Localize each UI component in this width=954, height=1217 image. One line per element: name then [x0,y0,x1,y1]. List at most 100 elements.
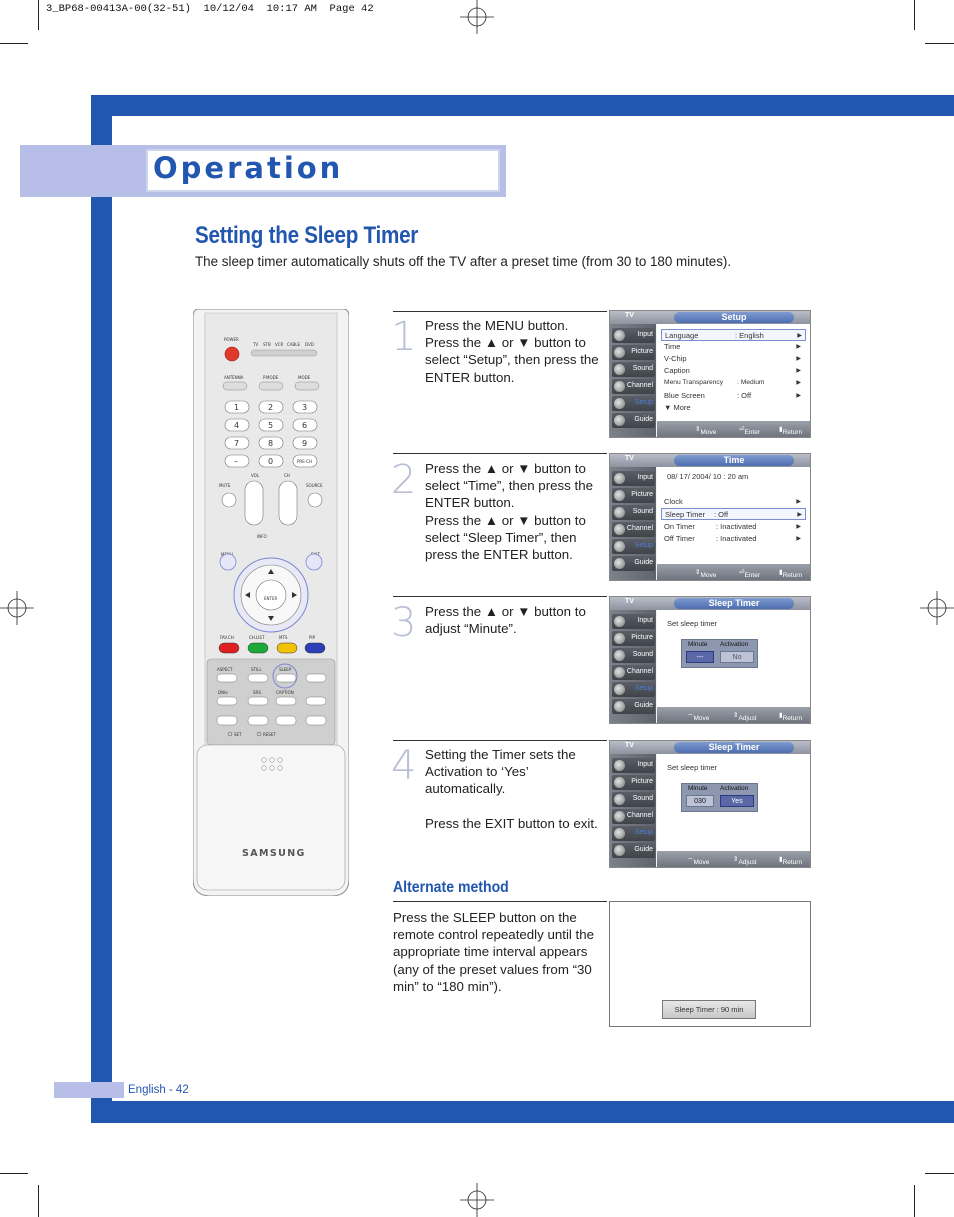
osd-title: Time [674,455,794,466]
channel-icon [614,524,625,535]
step-divider [393,453,607,454]
guide-icon [614,845,625,856]
svg-text:RESET: RESET [263,732,276,737]
step-line: Press the ▲ or ▼ button to select “Setup… [425,335,599,385]
step-number: 3 [391,600,417,646]
step-line: Press the ▲ or ▼ button to select “Sleep… [425,512,586,563]
svg-text:PRE-CH: PRE-CH [297,459,312,464]
step-instructions: Press the ▲ or ▼ button to select “Time”… [425,460,609,563]
section-intro: The sleep timer automatically shuts off … [195,254,732,269]
svg-text:MUTE: MUTE [219,483,231,488]
osd-title: Setup [674,312,794,323]
sleep-timer-banner: Sleep Timer : 90 min [662,1000,756,1019]
svg-text:FAV.CH: FAV.CH [220,635,234,640]
svg-text:STB: STB [263,342,271,347]
minute-field: 030 [686,795,714,807]
setup-icon [614,684,625,695]
crop-mark [0,1173,28,1174]
guide-icon [614,415,625,426]
crop-mark [925,1173,954,1174]
section-title: Setting the Sleep Timer [195,222,419,249]
svg-text:SLEEP: SLEEP [279,667,292,672]
channel-icon [614,381,625,392]
registration-mark-icon [460,0,494,34]
registration-mark-icon [0,591,34,625]
svg-text:–: – [234,457,238,466]
remote-digit-pad: 1 2 3 4 5 6 7 8 9 – 0 PRE-CH [224,400,318,468]
step-number: 1 [391,314,417,360]
svg-text:ENTER: ENTER [264,596,277,601]
input-icon [614,330,625,341]
svg-text:VOL: VOL [251,473,260,478]
crop-mark [925,43,954,44]
svg-text:4: 4 [234,421,239,430]
svg-text:SOURCE: SOURCE [306,483,323,488]
picture-icon [614,347,625,358]
registration-mark-icon [460,1183,494,1217]
step-divider [393,311,607,312]
setup-icon [614,398,625,409]
input-icon [614,760,625,771]
print-slug: 3_BP68-00413A-00(32-51) 10/12/04 10:17 A… [46,3,374,15]
remote-control-illustration: POWER TV STB VCR CABLE DVD ANTENNA P.MOD… [192,308,350,897]
sleep-timer-fields: Minute Activation --- No [681,639,758,668]
footer-tab [54,1082,124,1098]
svg-text:CABLE: CABLE [287,342,301,347]
setup-icon [614,828,625,839]
svg-text:P.MODE: P.MODE [263,375,279,380]
sound-icon [614,364,625,375]
input-icon [614,473,625,484]
step-divider [393,740,607,741]
svg-text:5: 5 [268,421,273,430]
svg-text:8: 8 [268,439,273,448]
step-line: Press the EXIT button to exit. [425,815,598,831]
step-line: Press the ▲ or ▼ button to select “Time”… [425,461,593,511]
svg-text:DVD: DVD [305,342,314,347]
osd-clock: 08/ 17/ 2004/ 10 : 20 am [667,472,749,481]
step-instructions: Press the ▲ or ▼ button to adjust “Minut… [425,603,609,637]
sound-icon [614,794,625,805]
guide-icon [614,701,625,712]
picture-icon [614,777,625,788]
svg-text:MTS: MTS [279,635,288,640]
activation-field: Yes [720,795,754,807]
svg-text:9: 9 [302,439,307,448]
alternate-method-text: Press the SLEEP button on the remote con… [393,910,595,994]
svg-text:MODE: MODE [298,375,311,380]
sound-icon [614,650,625,661]
svg-text:CAPTION: CAPTION [276,690,294,695]
activation-field: No [720,651,754,663]
osd-setup-menu: TV Setup Input Picture Sound Channel Set… [609,310,811,438]
step-divider [393,901,607,902]
setup-icon [614,541,625,552]
svg-text:SET: SET [234,732,242,737]
svg-text:SAMSUNG: SAMSUNG [242,848,306,859]
svg-text:ANTENNA: ANTENNA [224,375,244,380]
guide-icon [614,558,625,569]
svg-text:ASPECT: ASPECT [217,667,233,672]
crop-mark [914,1185,915,1217]
chapter-title: Operation [153,151,344,185]
frame-top-bar [91,95,954,116]
svg-text:POWER: POWER [224,337,239,342]
osd-sleep-timer-set: TV Sleep Timer Input Picture Sound Chann… [609,740,811,868]
crop-mark [0,43,28,44]
sound-icon [614,507,625,518]
chapter-box [146,149,500,192]
minute-field: --- [686,651,714,663]
svg-text:CH.LIST: CH.LIST [249,635,265,640]
picture-icon [614,490,625,501]
svg-text:2: 2 [268,403,273,412]
svg-text:0: 0 [268,457,273,466]
svg-text:DNIe: DNIe [218,690,228,695]
osd-tv-label: TV [625,312,634,319]
step-instructions: Setting the Timer sets the Activation to… [425,746,609,832]
step-line: Press the MENU button. [425,318,569,333]
svg-text:1: 1 [234,403,239,412]
osd-title: Sleep Timer [674,742,794,753]
frame-left-bar [91,95,112,1123]
alternate-method-title: Alternate method [393,879,509,896]
step-line [425,798,609,815]
sleep-timer-screen: Sleep Timer : 90 min [609,901,811,1027]
osd-sleep-timer-menu: TV Sleep Timer Input Picture Sound Chann… [609,596,811,724]
